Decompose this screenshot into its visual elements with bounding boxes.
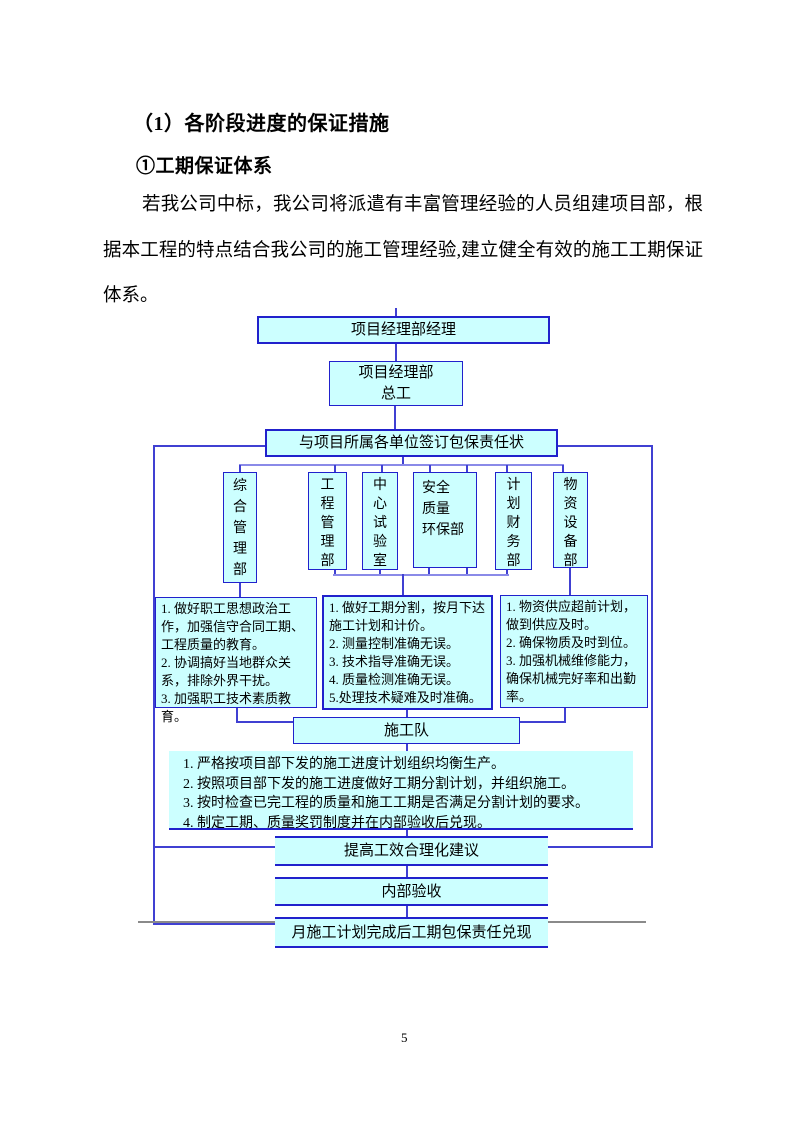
connector-line — [466, 566, 468, 574]
middle-collect-line — [333, 574, 509, 576]
loop-line-left-top — [153, 445, 265, 447]
measure-item: 1. 做好职工思想政治工作，加强信守合同工期、工程质量的教育。 — [161, 601, 305, 652]
node-dept-safety-quality-env: 安全 质量 环保部 — [413, 472, 477, 568]
node-responsibility-band: 与项目所属各单位签订包保责任状 — [265, 429, 558, 457]
measure-item: 4. 质量检测准确无误。 — [329, 672, 460, 687]
department-branch-line — [239, 464, 564, 466]
measures-right-box: 1. 物资供应超前计划，做到供应及时。 2. 确保物质及时到位。 3. 加强机械… — [500, 595, 648, 708]
connector-line — [406, 865, 408, 877]
connector-line — [406, 709, 408, 717]
connector-line — [564, 707, 566, 723]
duty-item: 4. 制定工期、质量奖罚制度并在内部验收后兑现。 — [183, 815, 491, 831]
connector-line — [402, 574, 404, 596]
node-project-manager: 项目经理部经理 — [257, 316, 550, 344]
node-dept-general-management: 综 合 管 理 部 — [223, 472, 257, 583]
measures-middle-box: 1. 做好工期分割，按月下达施工计划和计价。 2. 测量控制准确无误。 3. 技… — [322, 595, 493, 710]
loop-line-left-branch — [153, 846, 276, 848]
node-efficiency-suggestion: 提高工效合理化建议 — [275, 836, 548, 866]
measure-item: 3. 加强职工技术素质教育。 — [161, 691, 292, 724]
connector-line — [466, 465, 468, 473]
connector-line — [506, 465, 508, 473]
connector-line — [569, 567, 571, 596]
duty-item: 2. 按照项目部下发的施工进度做好工期分割计划，并组织施工。 — [183, 776, 575, 792]
connector-line — [402, 456, 404, 465]
connector-line — [562, 465, 564, 473]
node-chief-engineer: 项目经理部 总工 — [329, 361, 463, 406]
sub-heading: ①工期保证体系 — [136, 156, 273, 177]
loop-line-right-bottom — [548, 846, 653, 848]
duty-item: 1. 严格按项目部下发的施工进度计划组织均衡生产。 — [183, 757, 505, 772]
connector-line — [429, 465, 431, 473]
loop-line-left — [153, 445, 155, 925]
page-number: 5 — [401, 1030, 408, 1045]
connector-line — [406, 905, 408, 917]
node-dept-planning-finance: 计 划 财 务 部 — [495, 472, 532, 570]
node-construction-team: 施工队 — [293, 717, 520, 744]
connector-line — [239, 465, 241, 473]
loop-line-right — [651, 445, 653, 848]
measure-item: 3. 技术指导准确无误。 — [329, 654, 460, 669]
measure-item: 2. 测量控制准确无误。 — [329, 636, 460, 651]
connector-line — [236, 721, 294, 723]
connector-line — [239, 582, 241, 597]
loop-line-left-bottom — [153, 923, 277, 925]
node-dept-central-lab: 中 心 试 验 室 — [362, 472, 398, 570]
connector-line — [520, 721, 566, 723]
node-dept-material-equipment: 物 资 设 备 部 — [553, 472, 588, 569]
node-dept-engineering-management: 工 程 管 理 部 — [308, 472, 347, 570]
node-internal-acceptance: 内部验收 — [275, 877, 548, 906]
loop-line-right-top — [558, 445, 653, 447]
connector-line — [379, 568, 381, 574]
measures-left-box: 1. 做好职工思想政治工作，加强信守合同工期、工程质量的教育。 2. 协调搞好当… — [155, 597, 317, 724]
connector-line — [334, 568, 336, 574]
measure-item: 2. 协调搞好当地群众关系，排除外界干扰。 — [161, 655, 292, 688]
intro-paragraph: 若我公司中标，我公司将派遣有丰富管理经验的人员组建项目部，根据本工程的特点结合我… — [103, 195, 703, 306]
baseline-gray-left — [138, 921, 276, 923]
connector-line — [506, 568, 508, 574]
connector-line — [395, 308, 397, 316]
measure-item: 1. 做好工期分割，按月下达施工计划和计价。 — [329, 600, 486, 633]
measure-item: 2. 确保物质及时到位。 — [506, 635, 637, 650]
connector-line — [406, 829, 408, 836]
connector-line — [394, 406, 396, 429]
duty-item: 3. 按时检查已完工程的质量和施工工期是否满足分割计划的要求。 — [183, 796, 589, 811]
connector-line — [381, 465, 383, 473]
connector-line — [428, 566, 430, 574]
connector-line — [334, 465, 336, 473]
connector-line — [395, 343, 397, 361]
baseline-gray-right — [548, 921, 646, 923]
measure-item: 5.处理技术疑难及时准确。 — [329, 690, 482, 705]
section-heading: （1）各阶段进度的保证措施 — [133, 113, 390, 135]
node-monthly-plan-reward: 月施工计划完成后工期包保责任兑现 — [275, 917, 548, 948]
measure-item: 1. 物资供应超前计划，做到供应及时。 — [506, 599, 637, 632]
connector-line — [236, 707, 238, 723]
measure-item: 3. 加强机械维修能力，确保机械完好率和出勤率。 — [506, 653, 637, 704]
team-duties-box: 1. 严格按项目部下发的施工进度计划组织均衡生产。 2. 按照项目部下发的施工进… — [169, 751, 633, 831]
connector-line — [406, 743, 408, 752]
